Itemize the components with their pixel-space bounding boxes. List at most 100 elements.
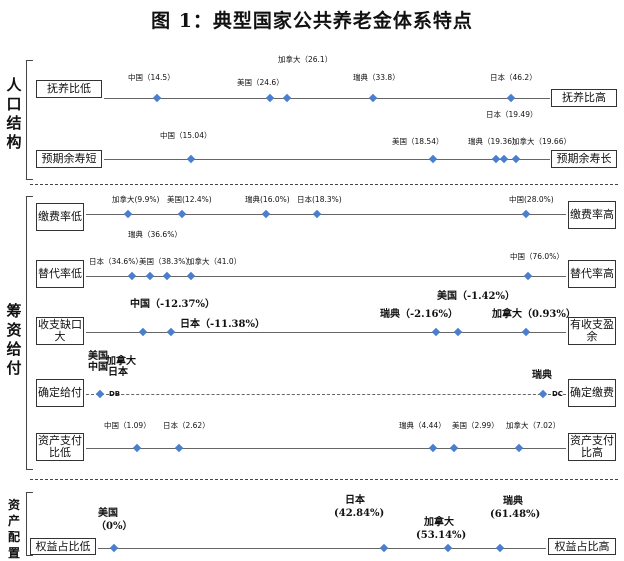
dc-point xyxy=(538,389,548,399)
life-label-japan: 日本（19.49） xyxy=(486,110,538,119)
replacement-label-canada: 加拿大（41.0） xyxy=(187,257,242,266)
dependency-high-box: 抚养比高 xyxy=(551,89,617,107)
contribution-high-box: 缴费率高 xyxy=(568,201,616,229)
life-label-canada: 加拿大（19.66） xyxy=(512,137,571,146)
db-box: 确定给付 xyxy=(36,379,84,407)
replacement-label-sweden: 瑞典（36.6%） xyxy=(128,230,182,239)
equity-high-box: 权益占比高 xyxy=(548,538,616,555)
asset-ratio-high-box: 资产支付比高 xyxy=(568,433,616,461)
balance-surplus-box: 有收支盈余 xyxy=(568,317,616,345)
bracket-assets xyxy=(26,492,33,556)
asset-ratio-point-usa xyxy=(449,443,459,453)
figure-title: 图 1：典型国家公共养老金体系特点 xyxy=(151,10,473,32)
balance-point-usa xyxy=(453,327,463,337)
dependency-point-usa xyxy=(265,93,275,103)
asset-ratio-point-sweden xyxy=(428,443,438,453)
balance-label-usa: 美国（-1.42%） xyxy=(437,291,516,302)
dependency-label-china: 中国（14.5） xyxy=(128,73,175,82)
balance-label-sweden: 瑞典（-2.16%） xyxy=(380,309,459,320)
contribution-point-sweden xyxy=(261,209,271,219)
dependency-label-sweden: 瑞典（33.8） xyxy=(353,73,400,82)
dependency-point-japan xyxy=(506,93,516,103)
replacement-label-usa: 美国（38.3%） xyxy=(139,257,193,266)
equity-value-canada: (53.14%) xyxy=(416,530,467,541)
db-group-label-usa: 美国 xyxy=(88,351,108,362)
life-point-canada xyxy=(511,154,521,164)
replacement-point-china xyxy=(523,271,533,281)
replacement-axis xyxy=(86,276,566,277)
equity-point-canada xyxy=(443,543,453,553)
asset-ratio-point-china xyxy=(132,443,142,453)
equity-low-box: 权益占比低 xyxy=(30,538,96,555)
bracket-financing xyxy=(26,196,33,470)
balance-point-japan xyxy=(166,327,176,337)
db-point xyxy=(95,389,105,399)
contribution-label-china: 中国(28.0%) xyxy=(509,195,554,204)
contribution-label-canada: 加拿大(9.9%) xyxy=(112,195,160,204)
contribution-point-china xyxy=(521,209,531,219)
db-group-label-china: 中国 xyxy=(88,362,108,373)
separator-1 xyxy=(30,184,618,185)
contribution-low-box: 缴费率低 xyxy=(36,203,84,231)
db-group-label-japan: 日本 xyxy=(108,367,128,378)
dependency-point-china xyxy=(152,93,162,103)
dc-group-label-sweden: 瑞典 xyxy=(532,370,552,381)
asset-ratio-low-box: 资产支付比低 xyxy=(36,433,84,461)
life-label-usa: 美国（18.54） xyxy=(392,137,444,146)
dependency-label-japan: 日本（46.2） xyxy=(490,73,537,82)
equity-point-sweden xyxy=(495,543,505,553)
db-tag: DB xyxy=(109,390,121,398)
dc-tag: DC xyxy=(552,390,563,398)
db-group-label-canada: 加拿大 xyxy=(106,356,136,367)
life-long-box: 预期余寿长 xyxy=(551,150,617,168)
balance-label-japan: 日本（-11.38%） xyxy=(180,319,265,330)
equity-axis xyxy=(98,548,546,549)
equity-label-japan: 日本 xyxy=(345,495,365,506)
contribution-label-usa: 美国(12.4%) xyxy=(167,195,212,204)
contribution-label-sweden: 瑞典(16.0%) xyxy=(245,195,290,204)
replacement-point-sweden xyxy=(145,271,155,281)
replacement-low-box: 替代率低 xyxy=(36,260,84,288)
equity-label-usa: 美国 xyxy=(98,508,118,519)
replacement-label-china: 中国（76.0%） xyxy=(510,252,564,261)
balance-point-sweden xyxy=(431,327,441,337)
balance-point-canada xyxy=(521,327,531,337)
replacement-point-japan xyxy=(127,271,137,281)
db-axis xyxy=(86,394,566,395)
section-financing: 筹资给付 xyxy=(6,302,22,377)
section-population: 人口结构 xyxy=(6,76,22,151)
asset-ratio-label-japan: 日本（2.62） xyxy=(163,421,210,430)
balance-label-canada: 加拿大（0.93%） xyxy=(492,309,576,320)
balance-label-china: 中国（-12.37%） xyxy=(130,299,215,310)
dependency-label-usa: 美国（24.6） xyxy=(237,78,284,87)
balance-axis xyxy=(86,332,566,333)
dependency-point-canada xyxy=(282,93,292,103)
asset-ratio-point-canada xyxy=(514,443,524,453)
life-point-usa xyxy=(428,154,438,164)
dependency-label-canada: 加拿大（26.1） xyxy=(278,55,333,64)
bracket-population xyxy=(26,60,33,180)
contribution-point-japan xyxy=(312,209,322,219)
equity-value-usa: （0%） xyxy=(96,521,133,532)
asset-ratio-label-usa: 美国（2.99） xyxy=(452,421,499,430)
equity-label-canada: 加拿大 xyxy=(424,517,454,528)
equity-point-usa xyxy=(109,543,119,553)
contribution-point-canada xyxy=(123,209,133,219)
replacement-label-japan: 日本（34.6%） xyxy=(89,257,143,266)
equity-label-sweden: 瑞典 xyxy=(503,496,523,507)
separator-2 xyxy=(30,479,618,480)
life-label-sweden: 瑞典（19.36） xyxy=(468,137,520,146)
balance-point-china xyxy=(138,327,148,337)
dependency-low-box: 抚养比低 xyxy=(36,80,102,98)
equity-value-japan: (42.84%) xyxy=(334,508,385,519)
life-axis xyxy=(104,159,550,160)
dependency-point-sweden xyxy=(368,93,378,103)
asset-ratio-label-sweden: 瑞典（4.44） xyxy=(399,421,446,430)
asset-ratio-axis xyxy=(86,448,566,449)
balance-gap-box: 收支缺口大 xyxy=(36,317,84,345)
replacement-high-box: 替代率高 xyxy=(568,260,616,288)
equity-value-sweden: (61.48%) xyxy=(490,509,541,520)
contribution-label-japan: 日本(18.3%) xyxy=(297,195,342,204)
asset-ratio-label-canada: 加拿大（7.02） xyxy=(506,421,561,430)
replacement-point-usa xyxy=(162,271,172,281)
